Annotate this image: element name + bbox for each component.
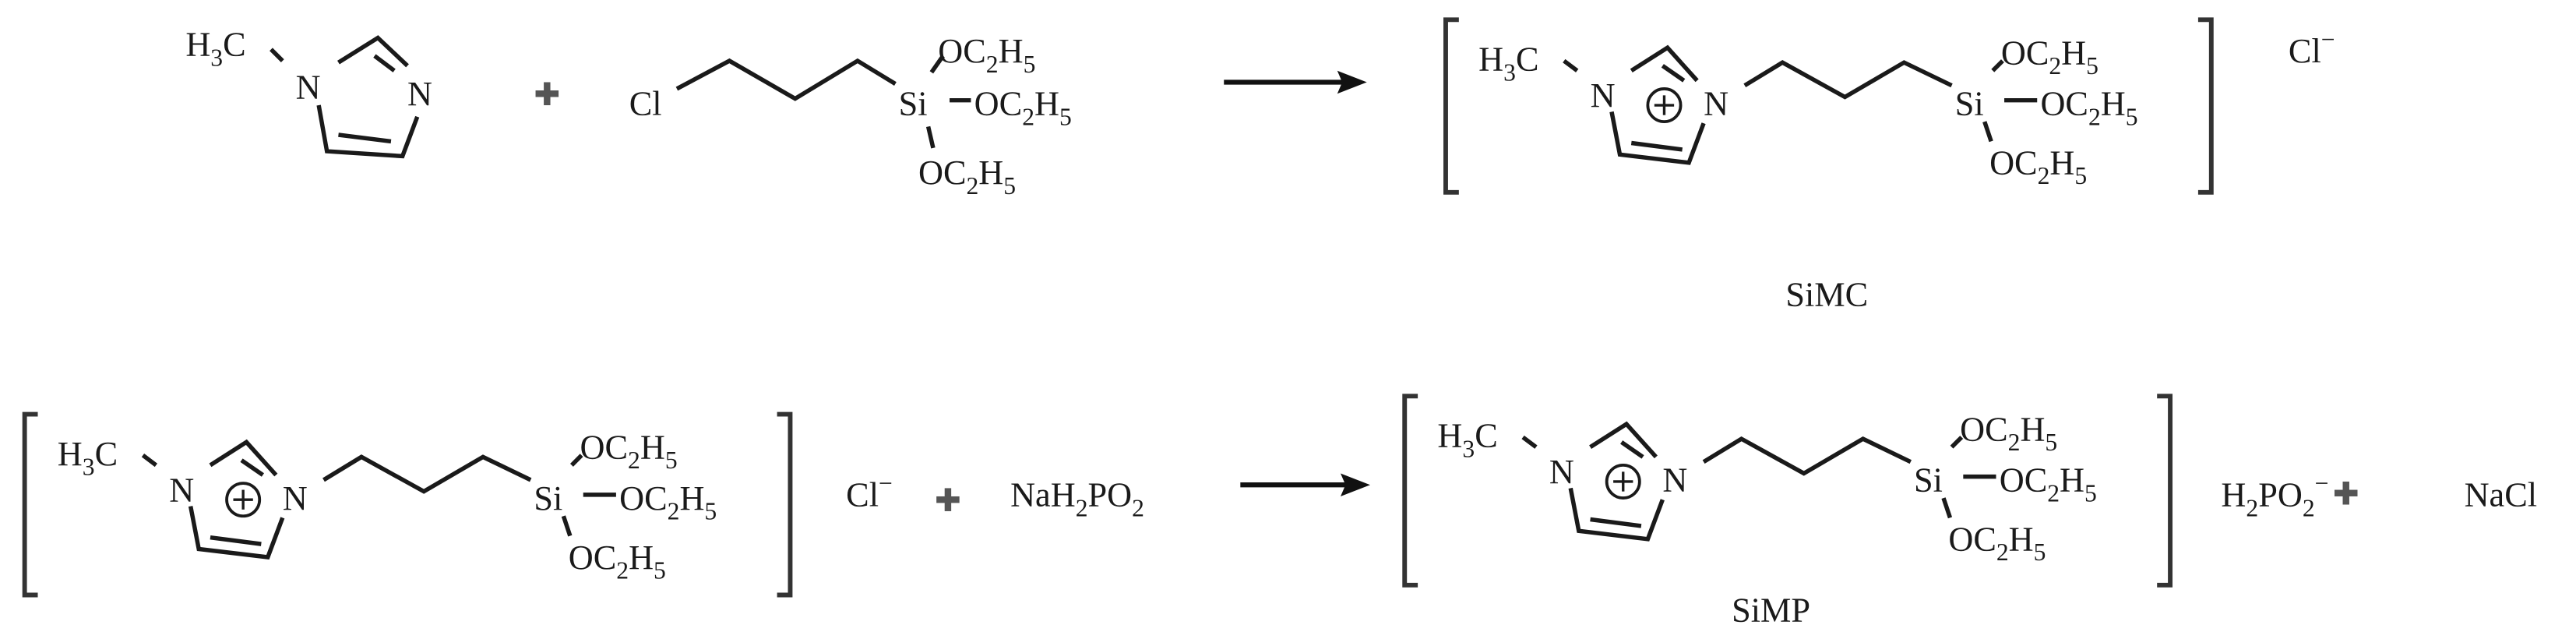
positive-charge-icon <box>1605 463 1641 500</box>
ethoxy-top-label: OC2H5 <box>938 32 1035 78</box>
plus-sign-2 <box>936 488 960 511</box>
si-o-bond <box>925 125 936 149</box>
positive-charge-icon <box>1646 87 1683 124</box>
nitrogen-1-label: N <box>1591 76 1616 115</box>
ethoxy-top-label: OC2H5 <box>1960 410 2057 456</box>
plus-sign-3 <box>2334 481 2358 505</box>
product-name-simc: SiMC <box>1785 275 1868 313</box>
ethoxy-top-label: OC2H5 <box>580 428 677 474</box>
reaction-arrow-1 <box>1224 70 1367 94</box>
counter-anion-label: Cl− <box>846 470 893 514</box>
left-bracket <box>1402 394 1418 588</box>
imidazolium-ring <box>188 439 285 560</box>
si-o-bond <box>1941 497 1953 519</box>
counter-anion-label: Cl− <box>2289 26 2335 70</box>
si-o-bond <box>561 515 573 537</box>
ethoxy-right-label: OC2H5 <box>974 85 1072 131</box>
counter-anion-label: H2PO2− <box>2221 470 2328 522</box>
nitrogen-1-label: N <box>1549 453 1574 491</box>
ethoxy-top-label: OC2H5 <box>2001 34 2099 79</box>
plus-sign-1 <box>535 82 559 106</box>
propyl-chain <box>1743 60 1953 100</box>
simp-product: H3C N N Si OC2H5 OC2H5 OC2H5 H2PO2− <box>1402 394 2329 588</box>
methyl-bond <box>1521 435 1538 449</box>
silicon-label: Si <box>534 479 562 517</box>
propyl-chain <box>675 58 897 101</box>
right-bracket <box>2197 17 2214 195</box>
methyl-label: H3C <box>1437 417 1497 463</box>
ethoxy-bottom-label: OC2H5 <box>1948 521 2046 567</box>
right-bracket <box>2157 394 2173 588</box>
silicon-label: Si <box>899 85 928 123</box>
positive-charge-icon <box>225 482 262 518</box>
methyl-bond <box>141 454 158 468</box>
ethoxy-bottom-label: OC2H5 <box>918 154 1016 199</box>
si-o-bond <box>570 454 583 467</box>
ethoxy-bottom-label: OC2H5 <box>569 538 666 584</box>
left-bracket <box>1443 17 1459 195</box>
methyl-label: H3C <box>185 26 245 72</box>
nitrogen-3-label: N <box>283 479 308 517</box>
nitrogen-1-label: N <box>169 471 194 509</box>
si-o-bond <box>1950 436 1964 449</box>
reaction-arrow-2 <box>1240 473 1370 496</box>
nitrogen-3-label: N <box>1704 85 1728 123</box>
silicon-label: Si <box>1914 461 1943 500</box>
methyl-label: H3C <box>58 435 118 481</box>
nitrogen-3-label: N <box>407 75 432 113</box>
sodium-chloride-label: NaCl <box>2465 476 2537 514</box>
product-name-simp: SiMP <box>1732 591 1810 629</box>
silicon-label: Si <box>1955 85 1984 123</box>
methyl-bond <box>270 48 284 63</box>
si-o-bond <box>1991 59 2004 72</box>
si-o-bond <box>1982 121 1993 143</box>
sodium-hypophosphite-label: NaH2PO2 <box>1010 476 1144 522</box>
ethoxy-bottom-label: OC2H5 <box>1989 144 2087 190</box>
nitrogen-3-label: N <box>1662 461 1687 500</box>
ethoxy-right-label: OC2H5 <box>619 479 717 525</box>
propyl-chain <box>1702 436 1912 476</box>
si-o-bond <box>929 55 945 74</box>
propyl-chain <box>322 454 532 494</box>
imidazolium-ring <box>1609 44 1706 165</box>
methylimidazole-molecule: H3C N N <box>185 26 432 159</box>
ethoxy-right-label: OC2H5 <box>2040 85 2137 131</box>
methyl-label: H3C <box>1478 41 1538 87</box>
right-bracket <box>777 411 793 598</box>
methyl-bond <box>1563 58 1579 72</box>
imidazolium-ring <box>1568 421 1665 542</box>
ethoxy-right-label: OC2H5 <box>2000 461 2097 507</box>
chloropropyltriethoxysilane-molecule: Cl Si OC2H5 OC2H5 OC2H5 <box>629 32 1072 199</box>
simc-cation-product: H3C N N Si OC2H5 OC2H5 OC2H5 Cl− <box>1443 17 2335 195</box>
nitrogen-1-label: N <box>296 69 321 107</box>
simc-reactant: H3C N N Si OC2H5 OC2H5 OC2H5 Cl− <box>22 411 893 598</box>
left-bracket <box>22 411 38 598</box>
imidazole-ring <box>316 35 420 159</box>
chlorine-label: Cl <box>629 85 662 123</box>
